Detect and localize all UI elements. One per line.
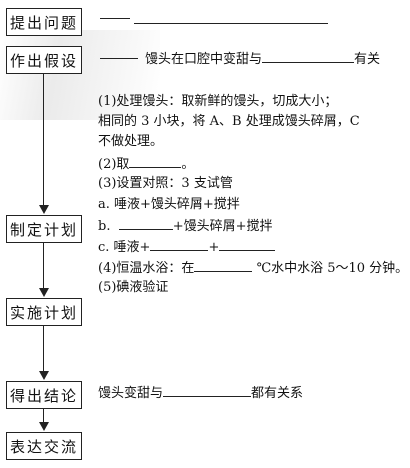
plan-step-4: (4)恒温水浴：在 ℃水中水浴 5～10 分钟。 [98, 257, 408, 279]
plan-tube-b: b. +馒头碎屑+搅拌 [98, 215, 273, 237]
hypothesis-prefix: 馒头在口腔中变甜与 [145, 52, 263, 67]
plan-step-1: (1)处理馒头：取新鲜的馒头，切成大小； [98, 94, 338, 109]
conclusion-suffix: 都有关系 [251, 386, 304, 401]
step-ask-question: 提出问题 [6, 8, 82, 36]
arrow-down-icon [39, 205, 49, 214]
question-answer-blank[interactable] [134, 23, 328, 24]
plan-tube-b-blank[interactable] [118, 215, 173, 230]
plan-step-4-blank[interactable] [194, 257, 253, 272]
conclusion-blank[interactable] [163, 382, 252, 397]
hypothesis-suffix: 有关 [354, 52, 381, 67]
plan-tube-c-prefix: c. 唾液+ [98, 240, 151, 255]
conclusion-line: 馒头变甜与 都有关系 [98, 382, 303, 404]
plan-step-4-prefix: (4)恒温水浴：在 [98, 261, 195, 276]
plan-step-5: (5)碘液验证 [98, 280, 169, 295]
step-communicate: 表达交流 [6, 432, 82, 460]
connector-dash [100, 58, 138, 59]
arrow-down-icon [39, 371, 49, 380]
step-make-plan: 制定计划 [6, 215, 82, 243]
connector-dash [100, 18, 130, 19]
hypothesis-line: 馒头在口腔中变甜与 有关 [145, 48, 380, 70]
plan-tube-a: a. 唾液+馒头碎屑+搅拌 [98, 197, 240, 212]
plan-step-2-suffix: 。 [181, 157, 195, 172]
plan-step-1-cont2: 不做处理。 [98, 134, 164, 149]
conclusion-prefix: 馒头变甜与 [98, 386, 164, 401]
background-shading [0, 30, 160, 120]
step-implement-plan: 实施计划 [6, 298, 82, 326]
plan-tube-b-rest: +馒头碎屑+搅拌 [172, 219, 273, 234]
arrow-down-icon [39, 288, 49, 297]
plan-step-2: (2)取 。 [98, 153, 194, 175]
plan-step-4-suffix: ℃水中水浴 5～10 分钟。 [256, 261, 409, 276]
step-make-hypothesis: 作出假设 [6, 46, 82, 74]
connector-line [43, 243, 44, 288]
plan-step-2-prefix: (2)取 [98, 157, 130, 172]
plan-step-3: (3)设置对照：3 支试管 [98, 176, 233, 191]
hypothesis-blank[interactable] [262, 48, 355, 63]
plan-tube-c: c. 唾液+ + [98, 236, 276, 258]
connector-line [43, 326, 44, 371]
connector-line [43, 74, 44, 205]
plan-tube-b-label: b. [98, 219, 111, 234]
arrow-down-icon [39, 422, 49, 431]
plan-tube-c-plus: + [208, 240, 220, 255]
plan-tube-c-blank-2[interactable] [219, 236, 276, 251]
connector-line [43, 409, 44, 422]
plan-step-2-blank[interactable] [129, 153, 182, 168]
step-draw-conclusion: 得出结论 [6, 381, 82, 409]
plan-step-1-cont: 相同的 3 小块，将 A、B 处理成馒头碎屑，C [98, 114, 360, 129]
plan-tube-c-blank-1[interactable] [150, 236, 209, 251]
